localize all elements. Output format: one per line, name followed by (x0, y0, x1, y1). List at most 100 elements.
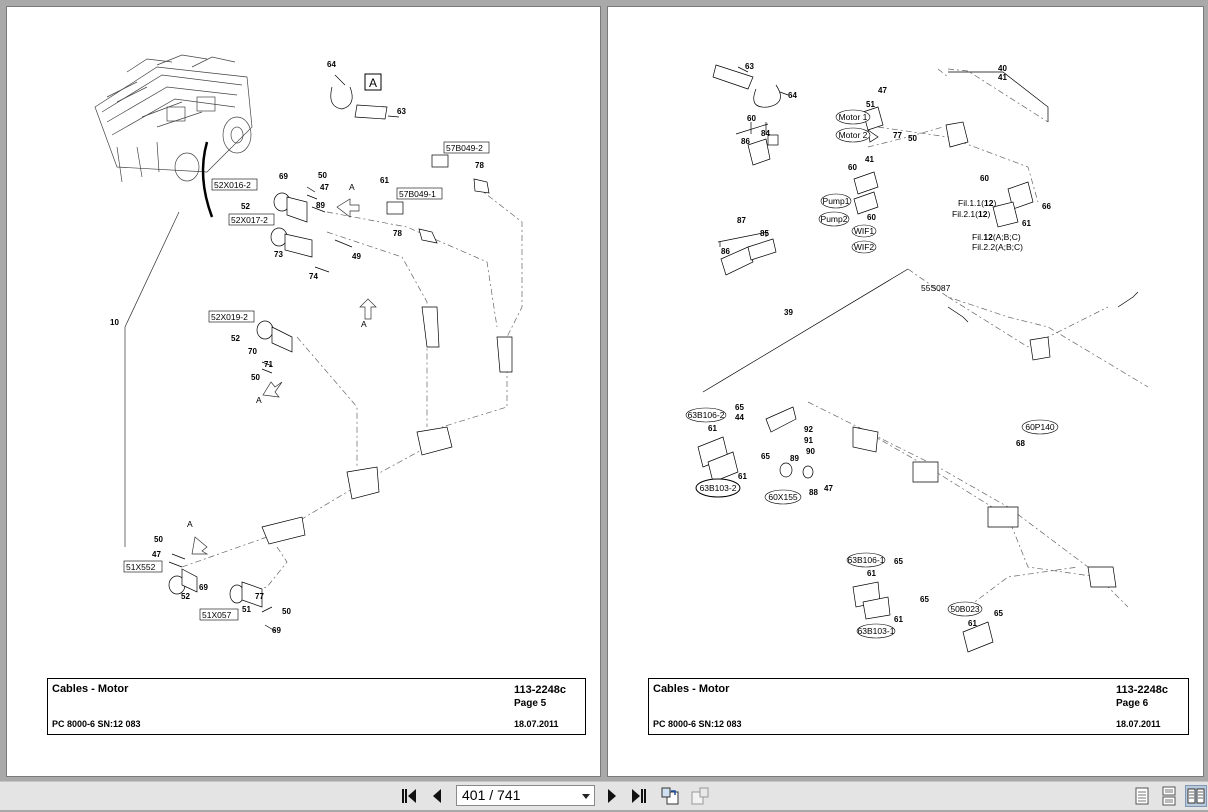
item-number: 47 (824, 484, 833, 493)
svg-text:63B103-1: 63B103-1 (858, 626, 895, 636)
connector-oval: Pump1 (820, 193, 852, 209)
item-number: 64 (788, 91, 797, 100)
connector-oval: 63B106-1 (846, 552, 886, 568)
svg-text:63B103-2: 63B103-2 (700, 483, 737, 493)
connector-label: 51X057 (202, 610, 232, 620)
item-number: 85 (760, 229, 769, 238)
item-number: 87 (737, 216, 746, 225)
svg-text:WIF2: WIF2 (854, 242, 875, 252)
item-number: 68 (1016, 439, 1025, 448)
item-number: 51 (242, 605, 251, 614)
item-number: 51 (866, 100, 875, 109)
item-number: 61 (738, 472, 747, 481)
document-page-left: A A A A A 52X016-2 52X017-2 52X019-2 51X… (6, 6, 601, 777)
detail-letter: A (369, 76, 377, 90)
item-number: 47 (878, 86, 887, 95)
item-number: 74 (309, 272, 318, 281)
svg-text:63B106-1: 63B106-1 (848, 555, 885, 565)
drawing-title: Cables - Motor (653, 683, 730, 695)
svg-text:50B023: 50B023 (950, 604, 980, 614)
connector-oval: 63B106-2 (685, 407, 727, 423)
connector-label: 52X016-2 (214, 180, 251, 190)
continuous-view-icon[interactable] (1158, 785, 1180, 807)
item-number: 92 (804, 425, 813, 434)
connector-oval: 63B103-2 (695, 478, 741, 498)
svg-text:Motor 1: Motor 1 (839, 112, 868, 122)
page-label: Page 5 (514, 698, 547, 709)
go-forward-view-icon[interactable] (689, 785, 711, 807)
item-number: 44 (735, 413, 744, 422)
item-number: 64 (327, 60, 336, 69)
item-number: 60 (980, 174, 989, 183)
item-number: 60 (867, 213, 876, 222)
single-page-view-icon[interactable] (1131, 785, 1153, 807)
title-block: Cables - Motor 113-2248c Page 6 PC 8000-… (648, 678, 1189, 735)
item-number: 41 (998, 73, 1007, 82)
item-number: 65 (735, 403, 744, 412)
item-number: 65 (920, 595, 929, 604)
item-number: 47 (152, 550, 161, 559)
connector-label: 57B049-2 (446, 143, 483, 153)
connector-label: 52X017-2 (231, 215, 268, 225)
document-page-right: Motor 1 Motor 2 Pump1 Pump2 WIF1 WIF2 (607, 6, 1204, 777)
item-number: 60 (747, 114, 756, 123)
go-back-view-icon[interactable] (659, 785, 681, 807)
item-number: 86 (721, 247, 730, 256)
connector-label: 52X019-2 (211, 312, 248, 322)
item-number: 61 (1022, 219, 1031, 228)
item-number: 69 (279, 172, 288, 181)
item-number: 89 (316, 201, 325, 210)
connector-oval: 63B103-1 (856, 623, 896, 639)
item-number: 50 (282, 607, 291, 616)
item-number: 10 (110, 318, 119, 327)
parts-diagram-right: Motor 1 Motor 2 Pump1 Pump2 WIF1 WIF2 (685, 62, 1149, 653)
item-number: 69 (272, 626, 281, 635)
connector-oval: WIF2 (851, 240, 877, 254)
filter-label: Fil.1.1(12) (958, 198, 996, 208)
filter-label: Fil.12(A;B;C) (972, 232, 1021, 242)
model-label: PC 8000-6 SN:12 083 (653, 719, 742, 729)
item-number: 61 (867, 569, 876, 578)
next-page-icon[interactable] (601, 785, 623, 807)
last-page-icon[interactable] (628, 785, 650, 807)
item-number: 65 (994, 609, 1003, 618)
item-number: 50 (251, 373, 260, 382)
item-number: 77 (255, 592, 264, 601)
item-number: 61 (968, 619, 977, 628)
svg-text:60X155: 60X155 (768, 492, 798, 502)
view-letter: A (187, 519, 193, 529)
item-number: 50 (908, 134, 917, 143)
doc-number: 113-2248c (1116, 684, 1168, 696)
item-number: 50 (318, 171, 327, 180)
date-label: 18.07.2011 (514, 719, 559, 729)
item-number: 90 (806, 447, 815, 456)
page-number-select[interactable]: 401 / 741 (456, 785, 595, 806)
model-label: PC 8000-6 SN:12 083 (52, 719, 141, 729)
previous-page-icon[interactable] (426, 785, 448, 807)
item-number: 88 (809, 488, 818, 497)
item-number: 78 (393, 229, 402, 238)
page-number-value: 401 / 741 (462, 787, 521, 803)
item-number: 39 (784, 308, 793, 317)
item-number: 47 (320, 183, 329, 192)
item-number: 60 (848, 163, 857, 172)
chevron-down-icon[interactable] (582, 794, 590, 799)
date-label: 18.07.2011 (1116, 719, 1161, 729)
first-page-icon[interactable] (398, 785, 420, 807)
item-number: 49 (352, 252, 361, 261)
connector-label: 57B049-1 (399, 189, 436, 199)
view-letter: A (349, 182, 355, 192)
view-letter: A (361, 319, 367, 329)
navigation-toolbar: 401 / 741 (0, 781, 1208, 810)
svg-text:63B106-2: 63B106-2 (688, 410, 725, 420)
item-number: 77 (893, 131, 902, 140)
view-letter: A (256, 395, 262, 405)
item-number: 89 (790, 454, 799, 463)
item-number: 65 (761, 452, 770, 461)
item-number: 63 (745, 62, 754, 71)
connector-oval: 50B023 (947, 601, 983, 617)
item-number: 61 (894, 615, 903, 624)
facing-pages-view-icon[interactable] (1185, 785, 1207, 807)
svg-text:Motor 2: Motor 2 (839, 130, 868, 140)
item-number: 84 (761, 129, 770, 138)
